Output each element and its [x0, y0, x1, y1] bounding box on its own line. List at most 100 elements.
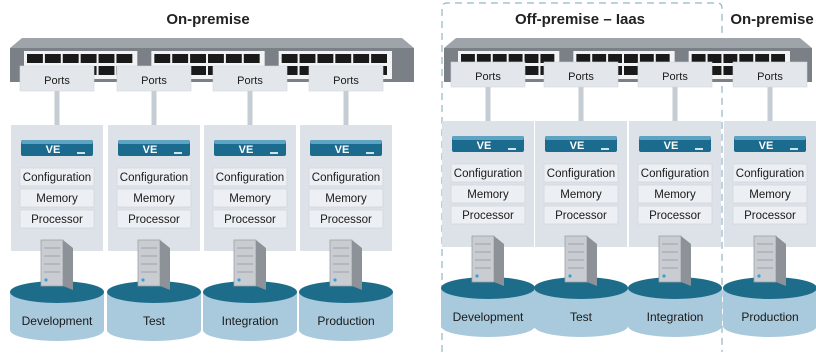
ports-box — [450, 61, 526, 88]
memory-label: Memory — [133, 193, 175, 205]
environment-unit: PortsVEConfigurationMemoryProcessorProdu… — [723, 61, 816, 337]
processor-box — [19, 209, 95, 229]
server-led — [237, 278, 241, 282]
server-front — [329, 239, 353, 287]
port-socket — [576, 54, 591, 63]
ve-bar-highlight — [118, 140, 190, 144]
disk-body — [723, 288, 816, 337]
memory-box — [543, 184, 619, 204]
server-front — [137, 239, 161, 287]
ve-label: VE — [143, 144, 158, 156]
port-socket — [281, 54, 298, 63]
memory-box — [212, 188, 288, 208]
port-socket — [739, 54, 754, 63]
configuration-label: Configuration — [216, 172, 284, 184]
configuration-label: Configuration — [547, 168, 615, 180]
disk-top — [723, 277, 816, 299]
port-socket — [98, 66, 115, 75]
environment-unit: PortsVEConfigurationMemoryProcessorDevel… — [441, 61, 535, 337]
server-icon — [329, 239, 362, 290]
disk-body — [10, 292, 104, 341]
server-led — [757, 274, 761, 278]
processor-label: Processor — [649, 210, 701, 222]
memory-label: Memory — [560, 189, 602, 201]
configuration-box — [732, 163, 808, 183]
memory-label: Memory — [36, 193, 78, 205]
port-socket — [492, 54, 507, 63]
ve-bar-highlight — [734, 136, 806, 140]
server-led — [141, 278, 145, 282]
ports-label: Ports — [237, 75, 263, 87]
server-icon — [564, 235, 597, 286]
port-socket — [639, 54, 654, 63]
server-icon — [233, 239, 266, 290]
memory-box — [637, 184, 713, 204]
disk-top — [299, 281, 393, 303]
server-led — [475, 274, 479, 278]
memory-box — [732, 184, 808, 204]
server-front — [753, 235, 777, 283]
ve-bar-highlight — [545, 136, 617, 140]
port-socket — [771, 54, 785, 63]
port-socket — [299, 66, 316, 75]
configuration-box — [19, 167, 95, 187]
memory-label: Memory — [325, 193, 367, 205]
configuration-box — [543, 163, 619, 183]
port-socket — [98, 54, 115, 63]
ve-label: VE — [335, 144, 350, 156]
processor-label: Processor — [128, 214, 180, 226]
ports-label: Ports — [568, 71, 594, 83]
server-side — [776, 236, 786, 286]
configuration-box — [308, 167, 384, 187]
memory-box — [19, 188, 95, 208]
port-socket — [44, 54, 61, 63]
configuration-label: Configuration — [120, 172, 188, 184]
memory-box — [308, 188, 384, 208]
server-icon — [658, 235, 691, 286]
memory-box — [450, 184, 526, 204]
ve-label: VE — [570, 140, 585, 152]
database-cylinder-icon: Production — [299, 281, 393, 341]
group-title-on-premise-right: On-premise — [730, 11, 813, 28]
environment-label: Integration — [222, 314, 279, 328]
port-socket — [461, 54, 475, 63]
environment-label: Production — [317, 314, 374, 328]
configuration-box — [116, 167, 192, 187]
configuration-label: Configuration — [23, 172, 91, 184]
database-cylinder-icon: Production — [723, 277, 816, 337]
processor-label: Processor — [555, 210, 607, 222]
port-socket — [190, 66, 206, 75]
ports-box — [637, 61, 713, 88]
processor-label: Processor — [744, 210, 796, 222]
database-cylinder-icon: Development — [10, 281, 104, 341]
environment-label: Test — [143, 314, 166, 328]
server-icon — [137, 239, 170, 290]
server-icon — [753, 235, 786, 286]
port-socket — [225, 54, 242, 63]
processor-label: Processor — [31, 214, 83, 226]
disk-body — [107, 292, 201, 341]
processor-box — [116, 209, 192, 229]
ports-label: Ports — [333, 75, 359, 87]
environment-unit: PortsVEConfigurationMemoryProcessorInteg… — [203, 65, 297, 341]
processor-box — [308, 209, 384, 229]
disk-top — [628, 277, 722, 299]
configuration-box — [212, 167, 288, 187]
processor-box — [450, 205, 526, 225]
group-title-off-premise: Off-premise – Iaas — [515, 11, 645, 28]
ve-bar-highlight — [310, 140, 382, 144]
environment-unit: PortsVEConfigurationMemoryProcessorInteg… — [628, 61, 722, 337]
ve-bar-highlight — [452, 136, 524, 140]
environment-label: Test — [570, 310, 593, 324]
environment-label: Production — [741, 310, 798, 324]
server-side — [681, 236, 691, 286]
environment-label: Integration — [647, 310, 704, 324]
port-socket — [476, 54, 491, 63]
disk-top — [10, 281, 104, 303]
disk-top — [203, 281, 297, 303]
configuration-label: Configuration — [641, 168, 709, 180]
port-socket — [508, 54, 523, 63]
port-socket — [592, 54, 607, 63]
